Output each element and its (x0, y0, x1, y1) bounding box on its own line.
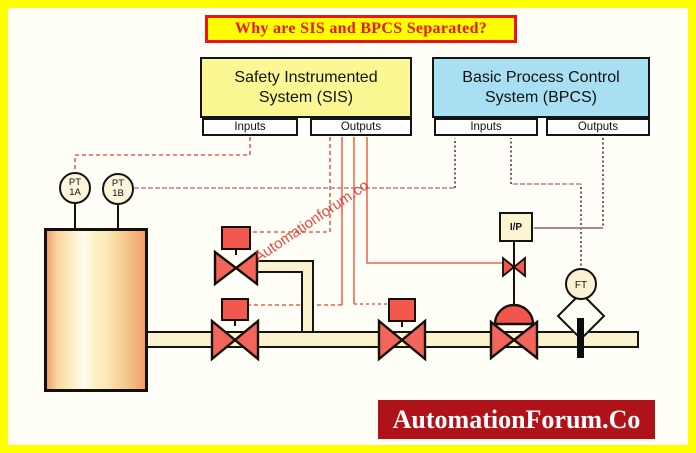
bpcs-outputs-label: Outputs (577, 121, 619, 133)
valve1-actuator (221, 298, 249, 321)
ip-converter-label: I/P (509, 221, 523, 233)
pt1a-label-line1: PT (68, 176, 82, 188)
pt1a-transmitter: PT 1A (59, 172, 91, 204)
solenoid-valve-right (512, 256, 526, 278)
bpcs-title-line1: Basic Process Control (462, 68, 620, 86)
pt1a-label-line2: 1A (69, 187, 81, 198)
bpcs-inputs-label: Inputs (470, 121, 502, 133)
signal-sis-input-pt1a (74, 137, 251, 171)
bypass-valve-right (234, 249, 259, 287)
valve1-right (233, 318, 260, 362)
valve2-actuator (388, 298, 416, 322)
signal-sis-output-solenoid (366, 137, 503, 264)
ft-label: FT (575, 280, 587, 291)
control-valve-diaphragm-dome (493, 303, 535, 326)
sis-outputs-box: Outputs (310, 118, 412, 136)
title-text: Why are SIS and BPCS Separated? (234, 20, 488, 37)
bpcs-outputs-box: Outputs (546, 118, 650, 136)
valve2-right (400, 318, 427, 362)
pt1b-transmitter: PT 1B (102, 173, 134, 205)
ip-converter: I/P (499, 212, 533, 242)
bypass-valve-left (213, 249, 238, 287)
footer-banner-text: AutomationForum.Co (392, 404, 641, 434)
bypass-pipe (255, 260, 314, 334)
bpcs-inputs-box: Inputs (434, 118, 538, 136)
sis-title-line1: Safety Instrumented (234, 68, 378, 86)
pt1b-label-line2: 1B (112, 188, 124, 199)
bypass-valve-actuator (221, 226, 251, 250)
control-valve-left (489, 319, 516, 361)
orifice-plate (577, 318, 584, 358)
footer-banner: AutomationForum.Co (378, 400, 655, 439)
bpcs-title-line2: System (BPCS) (484, 88, 597, 106)
bpcs-box: Basic Process Control System (BPCS) (432, 57, 650, 118)
signal-sis-output-bypass-valve (251, 137, 331, 233)
sis-outputs-label: Outputs (340, 121, 382, 133)
valve1-left (210, 318, 237, 362)
sis-inputs-label: Inputs (234, 121, 266, 133)
sis-inputs-box: Inputs (202, 118, 298, 136)
process-vessel (44, 228, 148, 392)
solenoid-valve-left (502, 256, 516, 278)
pt1b-label-line1: PT (111, 177, 125, 189)
title-banner: Why are SIS and BPCS Separated? (205, 15, 517, 43)
valve2-left (377, 318, 404, 362)
sis-title-line2: System (SIS) (258, 88, 354, 106)
sis-box: Safety Instrumented System (SIS) (200, 57, 412, 118)
ft-circle (565, 268, 597, 300)
control-valve-right (512, 319, 539, 361)
